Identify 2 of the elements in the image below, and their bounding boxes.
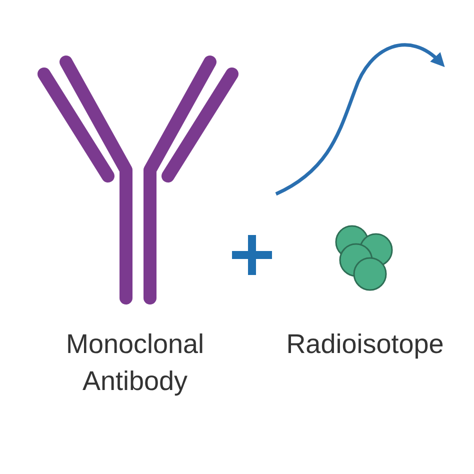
caption-text: Radioisotope bbox=[285, 328, 445, 361]
caption-text: Monoclonal Antibody bbox=[64, 328, 206, 398]
